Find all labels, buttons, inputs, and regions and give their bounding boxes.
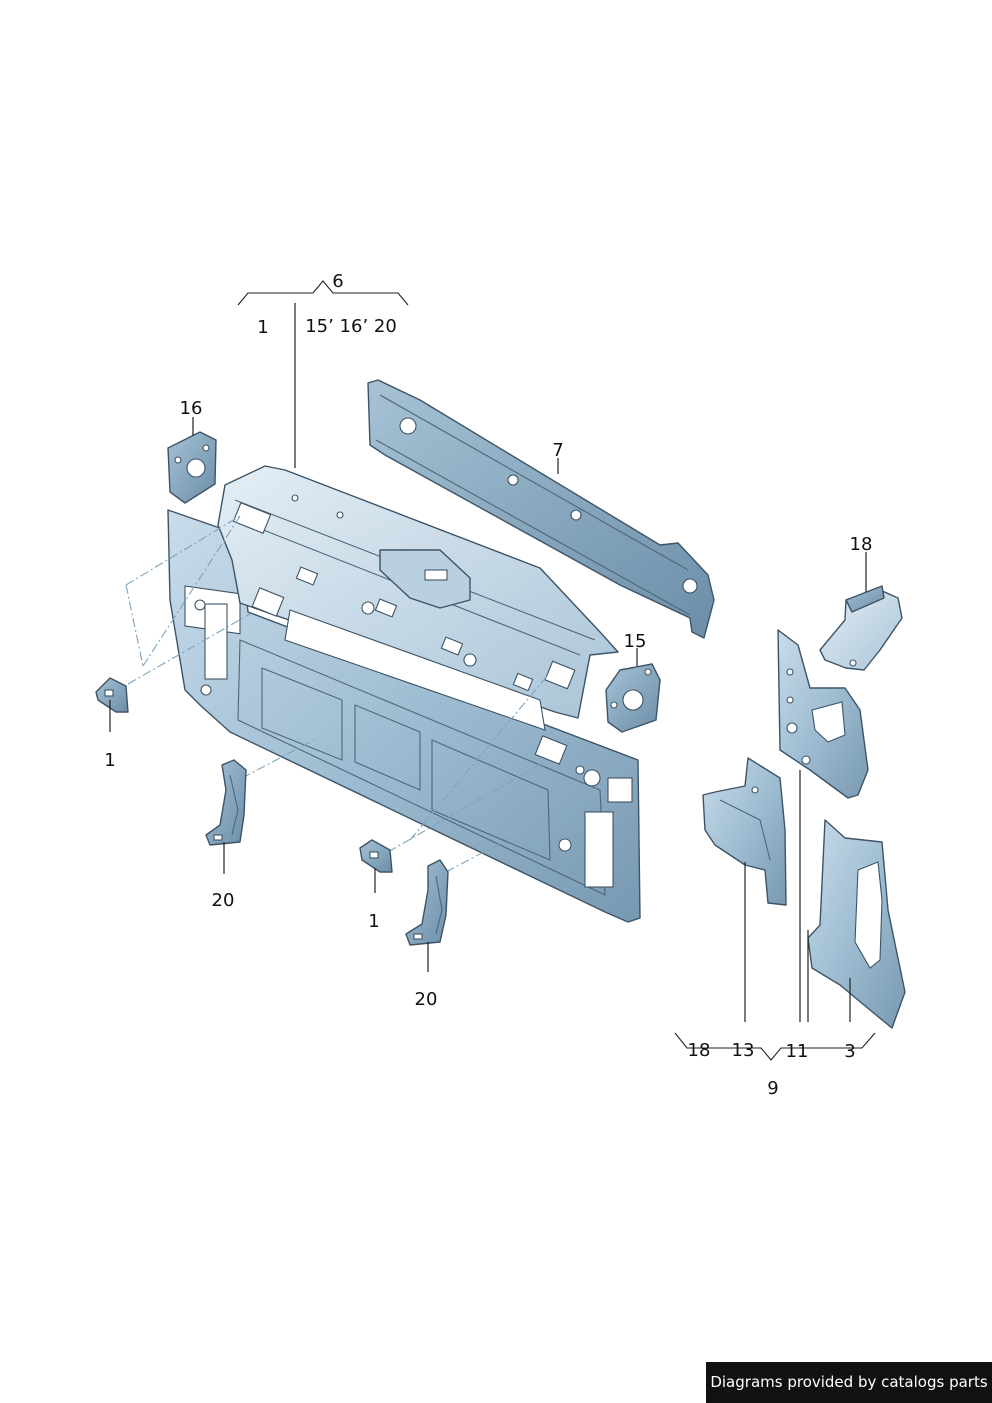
callout-6: 6 — [332, 271, 343, 292]
callout-16: 16 — [180, 398, 203, 419]
side-panel-3 — [807, 819, 906, 1029]
callout-9-member-18: 18 — [688, 1040, 711, 1061]
parcel-shelf-panel — [217, 465, 619, 765]
rear-panel — [167, 509, 641, 923]
crossmember — [367, 379, 715, 639]
group-9-brace — [674, 1032, 876, 1061]
group-6-brace — [237, 280, 409, 306]
bracket-15 — [605, 663, 661, 733]
callout-6-member-15-16-20: 15’ 16’ 20 — [305, 316, 397, 337]
side-panel-13 — [702, 757, 787, 906]
callout-9-member-13: 13 — [732, 1040, 755, 1061]
callout-9-member-3: 3 — [844, 1041, 855, 1062]
assembly-lines — [125, 515, 549, 873]
support-20-left — [205, 759, 247, 846]
callout-15: 15 — [624, 631, 647, 652]
callout-7: 7 — [552, 440, 563, 461]
callout-1-left: 1 — [104, 750, 115, 771]
side-panel-11 — [777, 629, 869, 799]
credit-banner: Diagrams provided by catalogs parts — [706, 1362, 992, 1403]
clip-1-center — [359, 839, 393, 873]
callout-1-center: 1 — [368, 911, 379, 932]
bracket-18-top — [819, 585, 903, 671]
support-20-center — [405, 859, 449, 946]
callout-18-top: 18 — [850, 534, 873, 555]
parts-diagram: 6 1 15’ 16’ 20 — [95, 271, 906, 1099]
clip-1-left — [95, 677, 129, 713]
callout-6-member-1: 1 — [257, 317, 268, 338]
bracket-16 — [167, 431, 217, 504]
callout-20-center: 20 — [415, 989, 438, 1010]
callout-9: 9 — [767, 1078, 778, 1099]
callout-20-left: 20 — [212, 890, 235, 911]
callout-9-member-11: 11 — [786, 1041, 809, 1062]
